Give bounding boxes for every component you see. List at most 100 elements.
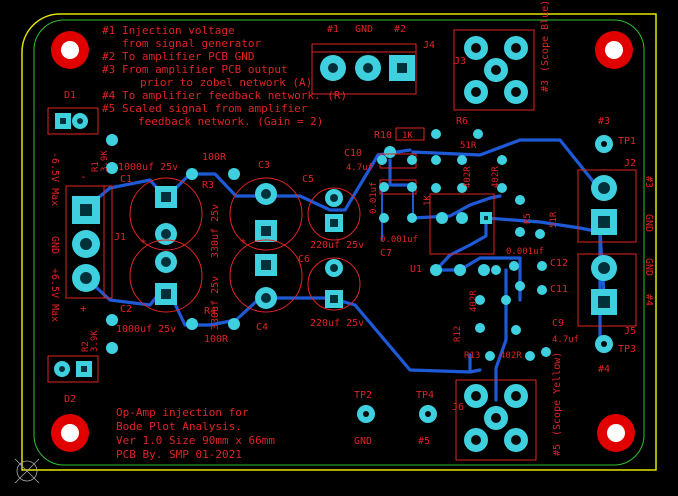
j4-ref: J4 bbox=[423, 40, 435, 51]
mounting-hole-bl bbox=[51, 414, 89, 452]
r5-ref: R5 bbox=[523, 213, 533, 224]
j5-gnd-label: GND bbox=[643, 258, 654, 276]
resistor-r11: 1K bbox=[423, 155, 441, 206]
mounting-hole-tr bbox=[595, 31, 633, 69]
testpoint-tp2: TP2 GND bbox=[354, 390, 375, 447]
tp4-ref: TP4 bbox=[416, 390, 434, 401]
resistor-r6: R6 51R bbox=[456, 116, 483, 151]
note-3b-text: prior to zobel network (A) bbox=[140, 76, 312, 89]
c4-ref: C4 bbox=[256, 322, 268, 333]
r3-ref: R3 bbox=[202, 180, 214, 191]
resistor-r1: R1 3.9K bbox=[91, 134, 118, 174]
note-1b-text: from signal generator bbox=[122, 37, 261, 50]
c6-ref: C6 bbox=[298, 254, 310, 265]
resistor-r13: R13 402R bbox=[464, 351, 535, 361]
c2-ref: C2 bbox=[120, 304, 132, 315]
mounting-hole-br bbox=[597, 414, 635, 452]
j5-pin-label: #4 bbox=[643, 294, 654, 306]
note-4-num: #4 bbox=[102, 89, 116, 102]
c10-ref: C10 bbox=[344, 148, 362, 159]
j6-note: (Scope Yellow) bbox=[552, 352, 563, 436]
connector-j5: J5 #4 GND bbox=[577, 253, 654, 337]
connector-j3: J3 #3 (Scope Blue) bbox=[453, 0, 551, 111]
j1-minus: - bbox=[80, 170, 87, 183]
c5-ref: C5 bbox=[302, 174, 314, 185]
r12-value: 402R bbox=[469, 290, 479, 312]
resistor-r8: 402R bbox=[491, 155, 507, 193]
copper-traces bbox=[84, 138, 606, 402]
note-5b-text: feedback network. (Gain = 2) bbox=[138, 115, 323, 128]
j1-neg-label: -6.5V Max bbox=[49, 152, 60, 206]
resistor-r3: 100R R3 bbox=[186, 152, 240, 191]
note-4-text: To amplifier feedback network. (R) bbox=[122, 89, 347, 102]
connector-j4: #1 GND #2 J4 bbox=[311, 24, 435, 95]
tp1-net: #3 bbox=[598, 116, 610, 127]
tp4-net: #5 bbox=[418, 436, 430, 447]
j3-note: (Scope Blue) bbox=[540, 0, 551, 72]
j1-pos-label: +6.5V Max bbox=[49, 268, 60, 322]
testpoint-tp4: TP4 #5 bbox=[416, 390, 437, 447]
capacitor-c4: C4 bbox=[229, 239, 303, 333]
c3-ref: C3 bbox=[258, 160, 270, 171]
j3-ref: J3 bbox=[454, 56, 466, 67]
capacitor-c9: C9 4.7uf bbox=[511, 318, 579, 357]
resistor-r12: R12 402R bbox=[453, 290, 485, 342]
board-edge bbox=[21, 13, 657, 471]
resistor-r5: R5 51R bbox=[515, 195, 559, 239]
c5-value: 220uf 25v bbox=[310, 240, 364, 251]
svg-text:+: + bbox=[240, 236, 246, 247]
j4-gnd-label: GND bbox=[355, 24, 373, 35]
c10-value: 4.7uf bbox=[346, 163, 373, 173]
c7-value: 0.001uf bbox=[380, 235, 418, 245]
j1-plus: + bbox=[80, 302, 87, 315]
capacitor-c3: + C3 bbox=[229, 160, 303, 251]
note-1-text: Injection voltage bbox=[122, 24, 235, 37]
testpoint-tp3: TP3 #4 bbox=[595, 335, 636, 375]
diode-d2: D2 bbox=[47, 355, 99, 405]
connector-j1: J1 - + -6.5V Max GND +6.5V Max bbox=[49, 152, 126, 322]
c9-ref: C9 bbox=[552, 318, 564, 329]
diode-d1: D1 bbox=[47, 90, 99, 135]
j6-label: #5 bbox=[552, 444, 563, 456]
r4-ref: R4 bbox=[204, 306, 216, 317]
opamp-u1: U1 bbox=[410, 193, 495, 276]
r9-value: 1K bbox=[402, 131, 413, 141]
c1-ref: C1 bbox=[120, 174, 132, 185]
c8-value: 0.01uf bbox=[369, 181, 379, 214]
r11-value: 1K bbox=[423, 195, 433, 206]
capacitor-c1: + bbox=[129, 177, 203, 251]
note-3-text: From amplifier PCB output bbox=[122, 63, 288, 76]
svg-text:+: + bbox=[140, 236, 146, 247]
resistor-r10: R10 bbox=[374, 130, 396, 158]
resistor-r2: R2 3.9K bbox=[81, 314, 118, 354]
c4-value: 330uf 25v bbox=[210, 276, 221, 330]
resistor-r7: 402R bbox=[457, 155, 473, 193]
r5-value: 51R bbox=[549, 211, 559, 228]
capacitor-c7: 0.001uf C7 bbox=[379, 213, 418, 259]
keepout-outline bbox=[33, 19, 645, 466]
d2-ref: D2 bbox=[64, 394, 76, 405]
r1-value: 3.9K bbox=[100, 150, 110, 172]
d1-ref: D1 bbox=[64, 90, 76, 101]
testpoint-tp1: #3 TP1 bbox=[595, 116, 636, 153]
capacitor-c8: 0.01uf bbox=[369, 179, 417, 214]
tp1-ref: TP1 bbox=[618, 136, 636, 147]
c11-ref: C11 bbox=[550, 284, 568, 295]
j5-ref: J5 bbox=[624, 326, 636, 337]
c2-value: 1000uf 25v bbox=[116, 324, 176, 335]
note-5-num: #5 bbox=[102, 102, 115, 115]
note-2-text: To amplifier PCB GND bbox=[122, 50, 254, 63]
j1-ref: J1 bbox=[114, 232, 126, 243]
j4-pin1-label: #1 bbox=[327, 24, 339, 35]
r2-value: 3.9K bbox=[90, 330, 100, 352]
c1-value: 1000uf 25v bbox=[118, 162, 178, 173]
capacitor-c11: C11 bbox=[515, 281, 568, 295]
j2-pin-label: #3 bbox=[643, 176, 654, 188]
tp2-ref: TP2 bbox=[354, 390, 372, 401]
capacitor-c5: C5 220uf 25v bbox=[302, 174, 364, 251]
r1-ref: R1 bbox=[91, 161, 101, 172]
credits-line-3: Ver 1.0 Size 90mm x 66mm bbox=[116, 434, 275, 447]
c6-value: 220uf 25v bbox=[310, 318, 364, 329]
capacitor-c2 bbox=[129, 239, 203, 313]
r3-value: 100R bbox=[202, 152, 227, 163]
